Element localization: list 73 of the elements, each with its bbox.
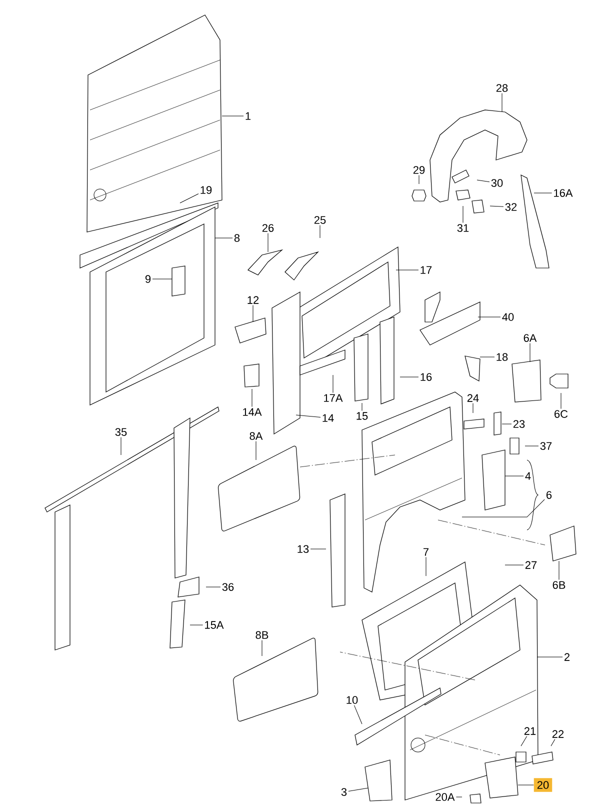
leader-line xyxy=(478,316,501,318)
leader-line xyxy=(152,278,172,280)
leader-line xyxy=(190,624,204,626)
leader-line xyxy=(480,356,495,358)
leader-line xyxy=(180,194,199,204)
callout-number: 27 xyxy=(525,561,537,569)
leader-line xyxy=(558,560,560,580)
callout-number: 4 xyxy=(525,472,531,480)
leader-line xyxy=(252,304,254,322)
callout-number: 25 xyxy=(314,216,326,224)
leader-line xyxy=(550,738,556,746)
leader-line xyxy=(560,392,562,409)
callout-number: 9 xyxy=(145,275,151,283)
leader-line xyxy=(400,376,419,378)
callout-number: 28 xyxy=(496,84,508,92)
leader-line xyxy=(520,736,528,746)
callout-number: 14 xyxy=(322,414,334,422)
callout-number: 6B xyxy=(552,581,566,589)
callout-number: 15 xyxy=(356,412,368,420)
callout-number: 10 xyxy=(346,696,358,704)
callout-number: 18 xyxy=(496,353,508,361)
callout-number: 17 xyxy=(420,266,432,274)
callout-number: 1 xyxy=(246,112,251,120)
callout-number: 23 xyxy=(513,420,525,428)
callout-number: 30 xyxy=(491,179,503,187)
leader-line xyxy=(490,206,504,207)
leader-line xyxy=(418,175,420,184)
callout-number: 16 xyxy=(420,373,432,381)
callout-number: 7 xyxy=(424,548,429,556)
callout-number: 22 xyxy=(552,730,564,738)
leader-line xyxy=(332,374,334,394)
callout-number: 19 xyxy=(200,186,212,194)
callout-number: 6 xyxy=(546,491,552,499)
leader-line xyxy=(354,705,362,724)
callout-number: 17A xyxy=(324,394,343,402)
callout-number: 15A xyxy=(205,621,224,629)
highlighted-callout-number: 20 xyxy=(534,778,552,792)
callout-number: 6C xyxy=(554,410,568,418)
callout-number: 26 xyxy=(262,224,274,232)
leader-line xyxy=(536,656,563,658)
callout-number: 20A xyxy=(436,793,455,801)
callout-number: 16A xyxy=(554,189,573,197)
callout-number: 32 xyxy=(505,203,517,211)
leader-line xyxy=(310,548,326,550)
leader-line xyxy=(534,192,552,194)
leader-line xyxy=(348,788,368,792)
callout-number: 8 xyxy=(234,234,240,242)
callout-number: 12 xyxy=(248,296,259,304)
callout-number: 8B xyxy=(256,631,268,639)
leader-line xyxy=(518,784,534,786)
leader-line xyxy=(462,206,464,223)
callout-number: 14A xyxy=(243,408,262,416)
callout-number: 24 xyxy=(467,394,479,402)
callout-number: 6A xyxy=(524,334,537,342)
leader-line xyxy=(296,414,321,418)
callout-number: 37 xyxy=(540,442,552,450)
leader-line xyxy=(462,499,545,518)
leader-line xyxy=(456,796,462,798)
callout-number: 29 xyxy=(413,166,425,174)
callout-number: 2 xyxy=(564,653,570,661)
callout-number: 40 xyxy=(502,313,514,321)
leader-line xyxy=(120,437,122,456)
leader-line xyxy=(504,564,524,566)
callout-number: 35 xyxy=(115,428,127,436)
callout-number: 3 xyxy=(341,788,347,796)
callout-number: 8A xyxy=(250,432,263,440)
callout-number: 31 xyxy=(457,224,469,232)
callout-number: 21 xyxy=(524,727,536,735)
callout-number: 36 xyxy=(222,583,234,591)
leader-line xyxy=(206,586,221,588)
callout-number: 13 xyxy=(298,545,309,553)
leader-line xyxy=(472,402,474,414)
leader-line xyxy=(476,180,490,182)
